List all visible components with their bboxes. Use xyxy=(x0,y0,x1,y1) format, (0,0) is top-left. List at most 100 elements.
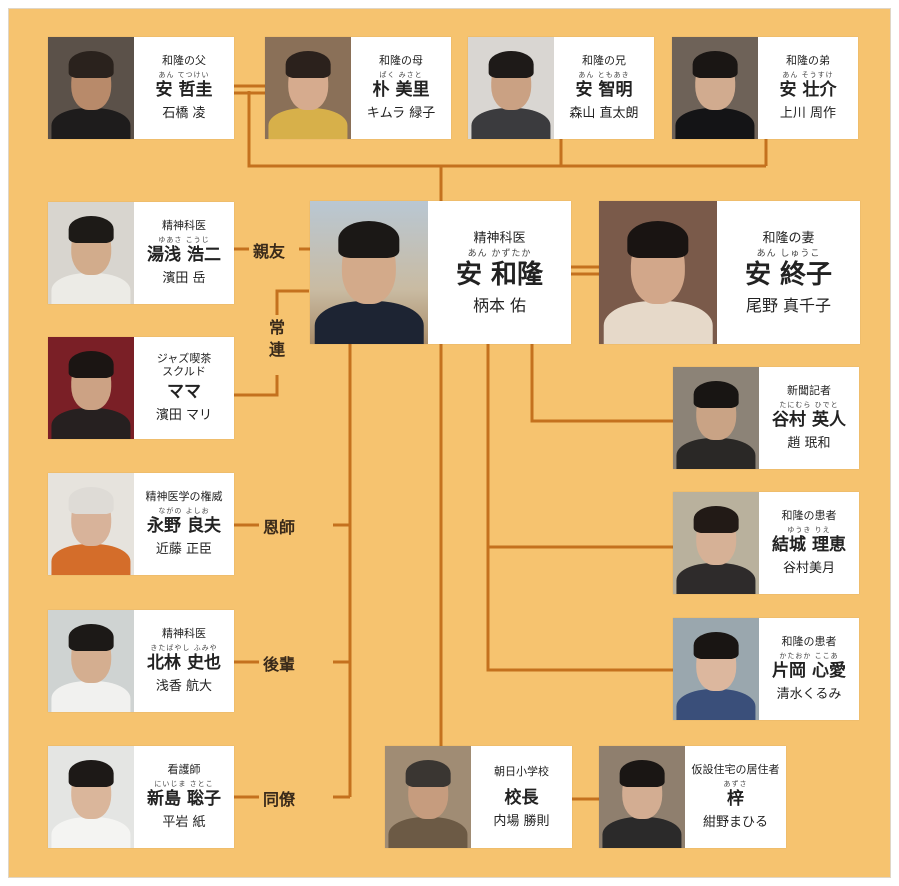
character-name: 安 和隆 xyxy=(455,259,544,290)
name-reading: かたおか ここあ xyxy=(779,652,839,660)
name-reading: にいじま さとこ xyxy=(154,780,214,788)
line-left-bus xyxy=(333,344,352,799)
role-label: 和隆の患者 xyxy=(781,635,837,648)
character-name: 谷村 英人 xyxy=(772,410,846,430)
role-label: 精神科医 xyxy=(473,230,526,246)
photo-kataoka xyxy=(673,618,759,720)
card-mama: ジャズ喫茶 スクルド ママ 濱田 マリ xyxy=(48,337,234,439)
name-reading: たにむら ひでと xyxy=(779,401,839,409)
character-name: 永野 良夫 xyxy=(147,516,221,536)
card-yuasa: 精神科医 ゆあさ こうじ 湯浅 浩二 濱田 岳 xyxy=(48,202,234,304)
photo-niijima xyxy=(48,746,134,848)
card-kataoka: 和隆の患者 かたおか ここあ 片岡 心愛 清水くるみ xyxy=(673,618,859,720)
photo-wife xyxy=(599,201,717,344)
connector-lines xyxy=(233,84,768,801)
relation-regular: 常連 xyxy=(268,317,286,361)
name-reading: あずさ xyxy=(723,780,748,788)
character-name: 朴 美里 xyxy=(372,80,430,100)
name-reading: ながの よしお xyxy=(158,507,210,515)
character-name: 校長 xyxy=(504,787,539,808)
actor-name: 内場 勝則 xyxy=(493,813,550,829)
actor-name: 濱田 マリ xyxy=(155,408,213,423)
name-reading: ゆあさ こうじ xyxy=(158,236,210,244)
relationship-chart: 和隆の父 あん てつけい 安 哲圭 石橋 凌 和隆の母 ぱく みさと 朴 美里 … xyxy=(8,8,891,878)
name-reading: きたばやし ふみや xyxy=(150,644,218,652)
character-name: ママ xyxy=(167,382,201,402)
relation-best-friend: 親友 xyxy=(253,242,286,261)
card-kitabayashi: 精神科医 きたばやし ふみや 北林 史也 浅香 航大 xyxy=(48,610,234,712)
role-label: 精神科医 xyxy=(162,627,206,640)
card-principal: 朝日小学校 校長 内場 勝則 xyxy=(385,746,572,848)
line-regular xyxy=(233,289,309,397)
relation-junior: 後輩 xyxy=(263,655,296,674)
role-label: 和隆の患者 xyxy=(781,509,837,522)
card-azusa: 仮設住宅の居住者 あずさ 梓 紺野まひる xyxy=(599,746,786,848)
actor-name: 紺野まひる xyxy=(702,815,768,830)
photo-azusa xyxy=(599,746,685,848)
relation-regular-text: 常連 xyxy=(268,318,285,359)
name-reading: ぱく みさと xyxy=(379,71,423,79)
character-name: 片岡 心愛 xyxy=(772,661,846,681)
photo-mama xyxy=(48,337,134,439)
role-label: 精神科医 xyxy=(162,219,206,232)
role-label: 和隆の母 xyxy=(379,54,423,67)
role-label: 看護師 xyxy=(167,763,201,776)
role-label: ジャズ喫茶 スクルド xyxy=(156,352,212,378)
photo-main-character xyxy=(310,201,428,344)
actor-name: 尾野 真千子 xyxy=(745,295,832,315)
card-mother: 和隆の母 ぱく みさと 朴 美里 キムラ 緑子 xyxy=(265,37,451,139)
line-rel-labels xyxy=(233,523,259,799)
character-name: 梓 xyxy=(727,789,744,809)
relation-colleague: 同僚 xyxy=(263,790,296,809)
actor-name: 柄本 佑 xyxy=(472,295,527,315)
role-label: 和隆の妻 xyxy=(762,230,815,246)
photo-father xyxy=(48,37,134,139)
line-wife xyxy=(570,265,599,276)
character-name: 安 壮介 xyxy=(779,80,837,100)
character-name: 新島 聡子 xyxy=(147,789,221,809)
card-yuuki: 和隆の患者 ゆうき りえ 結城 理恵 谷村美月 xyxy=(673,492,859,594)
line-family-bus xyxy=(247,91,768,201)
photo-principal xyxy=(385,746,471,848)
name-reading: あん そうすけ xyxy=(782,71,834,79)
name-reading: ゆうき りえ xyxy=(787,526,831,534)
actor-name: 平岩 紙 xyxy=(162,815,206,830)
role-label: 和隆の父 xyxy=(162,54,206,67)
photo-elder-brother xyxy=(468,37,554,139)
card-tanimura: 新聞記者 たにむら ひでと 谷村 英人 趙 珉和 xyxy=(673,367,859,469)
actor-name: 上川 周作 xyxy=(779,106,837,121)
photo-mother xyxy=(265,37,351,139)
actor-name: 趙 珉和 xyxy=(787,436,831,451)
actor-name: 清水くるみ xyxy=(776,687,842,702)
actor-name: 谷村美月 xyxy=(782,561,835,576)
actor-name: 近藤 正臣 xyxy=(155,542,213,557)
role-label: 仮設住宅の居住者 xyxy=(691,763,780,776)
card-nagano: 精神医学の権威 ながの よしお 永野 良夫 近藤 正臣 xyxy=(48,473,234,575)
photo-tanimura xyxy=(673,367,759,469)
actor-name: 浅香 航大 xyxy=(155,679,213,694)
role-label: 和隆の弟 xyxy=(786,54,830,67)
character-name: 安 終子 xyxy=(744,259,833,290)
character-name: 結城 理恵 xyxy=(772,535,846,555)
role-label: 朝日小学校 xyxy=(494,764,549,778)
role-label: 精神医学の権威 xyxy=(145,490,223,503)
relation-mentor: 恩師 xyxy=(263,518,296,537)
photo-kitabayashi xyxy=(48,610,134,712)
name-reading: あん てつけい xyxy=(158,71,210,79)
actor-name: 森山 直太朗 xyxy=(569,106,639,121)
name-reading: あん しゅうこ xyxy=(756,248,821,259)
character-name: 安 智明 xyxy=(575,80,633,100)
photo-yuuki xyxy=(673,492,759,594)
card-younger-brother: 和隆の弟 あん そうすけ 安 壮介 上川 周作 xyxy=(672,37,858,139)
photo-nagano xyxy=(48,473,134,575)
actor-name: キムラ 緑子 xyxy=(366,106,436,121)
actor-name: 石橋 凌 xyxy=(162,106,206,121)
photo-younger-brother xyxy=(672,37,758,139)
role-label: 新聞記者 xyxy=(787,384,831,397)
card-elder-brother: 和隆の兄 あん ともあき 安 智明 森山 直太朗 xyxy=(468,37,654,139)
actor-name: 濱田 岳 xyxy=(162,271,206,286)
character-name: 湯浅 浩二 xyxy=(147,245,221,265)
line-reporter xyxy=(530,344,673,423)
card-main-character: 精神科医 あん かずたか 安 和隆 柄本 佑 xyxy=(310,201,571,344)
card-wife: 和隆の妻 あん しゅうこ 安 終子 尾野 真千子 xyxy=(599,201,860,344)
